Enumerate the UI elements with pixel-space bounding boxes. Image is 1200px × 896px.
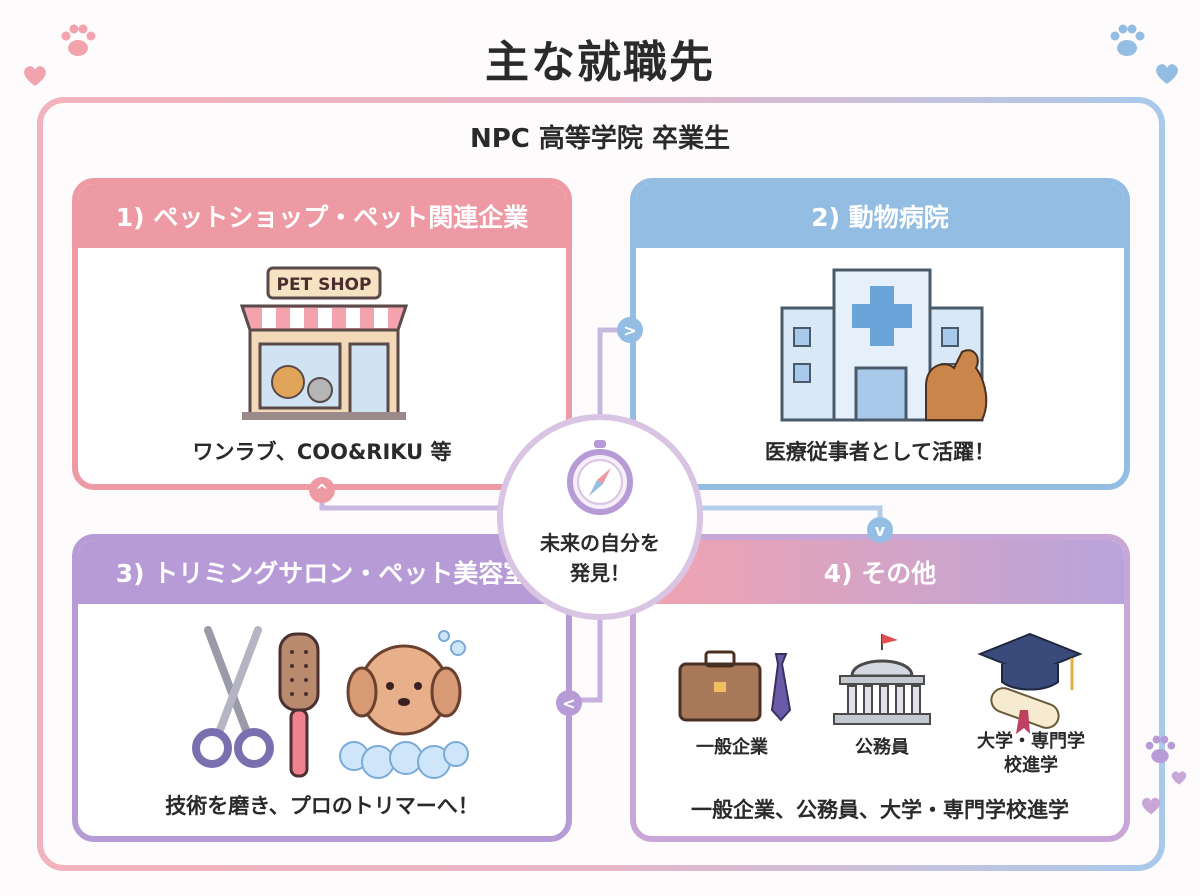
heart-icon — [24, 66, 46, 86]
heart-icon — [1156, 64, 1178, 84]
item-label-line1: 大学・専門学 — [977, 731, 1085, 752]
subtitle: NPC 高等学院 卒業生 — [469, 124, 730, 154]
panel-others: 4) その他 一般企業 公務員 大学・専門学 校進学 一般企業、公務員、大学・専… — [630, 534, 1130, 842]
heart-icon — [1141, 797, 1161, 815]
shop-sign-text: PET SHOP — [277, 275, 372, 295]
heart-icon — [1171, 771, 1187, 785]
pet-shop-icon: PET SHOP — [239, 266, 409, 420]
hub-text-line2: 発見！ — [570, 561, 630, 585]
paw-icon — [1110, 24, 1145, 56]
chevron-right-icon: > — [617, 317, 643, 343]
hub-text-line1: 未来の自分を — [540, 531, 660, 555]
diploma-icon — [990, 687, 1060, 734]
panel-heading: 4) その他 — [636, 540, 1124, 604]
compass-icon — [567, 440, 633, 515]
paw-icon — [1145, 735, 1176, 764]
panel-trimming-salon: 3) トリミングサロン・ペット美容室 技術を磨き、プロのトリマーへ！ — [72, 534, 572, 842]
panel-heading: 1) ペットショップ・ペット関連企業 — [78, 184, 566, 248]
brush-icon — [278, 632, 320, 778]
panel-heading: 3) トリミングサロン・ペット美容室 — [78, 540, 566, 604]
page-title: 主な就職先 — [485, 37, 715, 88]
scissors-icon — [192, 626, 274, 768]
hub-text: 未来の自分を 発見！ — [503, 528, 697, 588]
panel-caption: 一般企業、公務員、大学・専門学校進学 — [691, 798, 1069, 822]
panel-animal-hospital: 2) 動物病院 医療従事者として活躍！ — [630, 178, 1130, 490]
chevron-left-icon: < — [556, 690, 582, 716]
panel-pet-shop: 1) ペットショップ・ペット関連企業 PET SHOP ワンラブ、COO&RIK… — [72, 178, 572, 490]
chevron-down-icon: v — [867, 517, 893, 543]
paw-icon — [61, 24, 96, 56]
panel-caption: 医療従事者として活躍！ — [764, 440, 996, 464]
hospital-icon — [780, 268, 988, 422]
panel-heading: 2) 動物病院 — [636, 184, 1124, 248]
panel-caption: ワンラブ、COO&RIKU 等 — [192, 440, 452, 464]
item-label-company: 一般企業 — [696, 737, 768, 758]
graduation-cap-icon — [977, 632, 1083, 734]
briefcase-icon — [678, 650, 792, 722]
item-label-university: 大学・専門学 校進学 — [956, 730, 1106, 778]
item-label-line2: 校進学 — [1004, 755, 1058, 776]
center-hub: 未来の自分を 発見！ — [497, 414, 703, 620]
dog-bath-icon — [339, 630, 469, 779]
government-building-icon — [833, 634, 931, 725]
panel-caption: 技術を磨き、プロのトリマーへ！ — [165, 794, 479, 818]
item-label-civil-servant: 公務員 — [855, 737, 909, 758]
tie-icon — [770, 653, 792, 722]
chevron-up-icon: ^ — [309, 477, 335, 503]
